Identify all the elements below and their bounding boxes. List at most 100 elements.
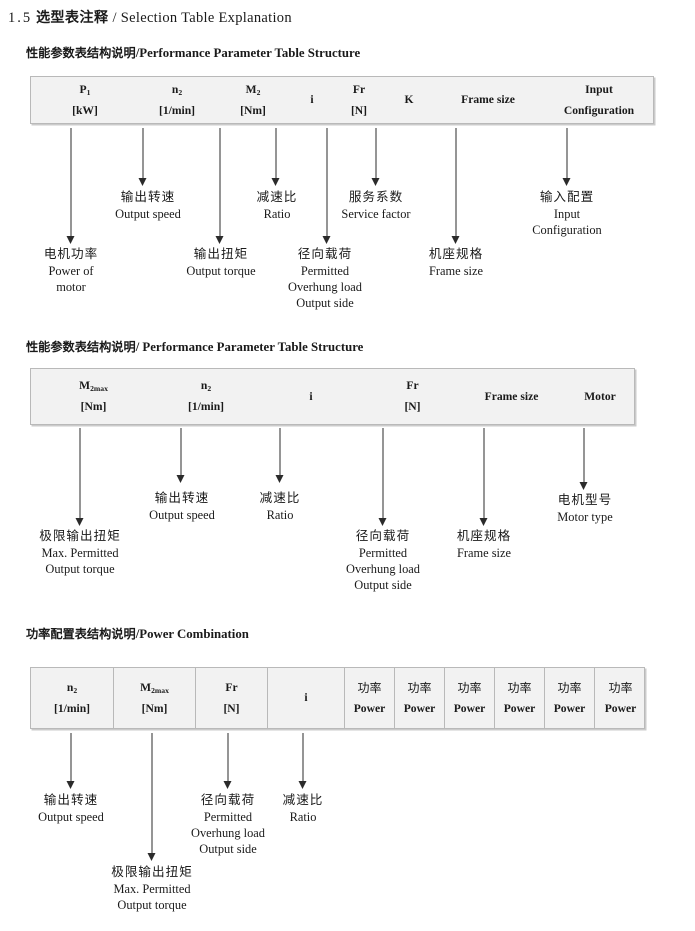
section-heading-chinese: 性能参数表结构说明 bbox=[26, 46, 136, 60]
note-frame-size-en-1: Frame size bbox=[428, 263, 483, 278]
table2-col-frame-size: Frame size bbox=[459, 369, 564, 424]
table1-col-p1-unit: [kW] bbox=[72, 103, 98, 117]
arrow-to-frame-size bbox=[451, 128, 462, 244]
note-overhung-load-2-cn: 径向载荷 bbox=[355, 528, 411, 543]
arrow-to-ratio-2 bbox=[275, 428, 286, 483]
section3-heading-separator: / bbox=[135, 627, 140, 641]
table2-col-fr-unit: [N] bbox=[404, 400, 421, 413]
section-heading-performance-parameter-1: 性能参数表结构说明/Performance Parameter Table St… bbox=[26, 43, 360, 61]
table1-col-m2-symbol: M2 bbox=[245, 82, 261, 97]
table1-col-n2: n2 [1/min] bbox=[139, 77, 215, 123]
table1-col-n2-unit: [1/min] bbox=[158, 103, 196, 117]
note-ratio-3-en-1: Ratio bbox=[289, 809, 317, 824]
arrow-to-ratio-3 bbox=[298, 733, 309, 789]
arrow-to-service-factor bbox=[371, 128, 382, 186]
note-frame-size-2: 机座规格 Frame size bbox=[457, 528, 511, 561]
arrow-to-input-configuration bbox=[562, 128, 573, 186]
table3-col-m2max-unit: [Nm] bbox=[141, 701, 168, 715]
note-motor-type-cn: 电机型号 bbox=[557, 492, 613, 507]
arrow-to-power-of-motor bbox=[66, 128, 77, 244]
table3-col-n2-unit: [1/min] bbox=[53, 701, 91, 715]
table2-col-fr-symbol: Fr bbox=[406, 379, 419, 393]
arrow-to-max-output-torque-3 bbox=[147, 733, 158, 861]
section3-heading-chinese: 功率配置表结构说明 bbox=[26, 627, 136, 641]
section-heading-separator: / bbox=[135, 46, 140, 60]
table3-col-power-6-cn: 功率 bbox=[608, 680, 633, 695]
page-title-english: Selection Table Explanation bbox=[120, 10, 292, 26]
note-max-output-torque-en-2: Output torque bbox=[45, 561, 115, 576]
table1-col-i: i bbox=[291, 77, 333, 123]
note-service-factor: 服务系数 Service factor bbox=[341, 189, 410, 222]
table3-col-power-2: 功率 Power bbox=[394, 668, 444, 728]
note-overhung-load: 径向载荷 Permitted Overhung load Output side bbox=[288, 246, 362, 312]
table1-col-fr: Fr [N] bbox=[333, 77, 385, 123]
table2-col-m2max-symbol: M2max bbox=[79, 379, 108, 394]
table1-col-m2: M2 [Nm] bbox=[215, 77, 291, 123]
note-output-speed-2-cn: 输出转速 bbox=[154, 490, 210, 505]
table1-col-k: K bbox=[385, 77, 433, 123]
table3-col-power-5-cn: 功率 bbox=[557, 680, 582, 695]
table2-col-frame-size-label: Frame size bbox=[484, 389, 539, 403]
note-power-of-motor-en-2: motor bbox=[56, 279, 86, 294]
table1-col-fr-symbol: Fr bbox=[352, 82, 366, 96]
table3-col-i-symbol: i bbox=[304, 691, 308, 705]
note-power-of-motor-en-1: Power of bbox=[48, 263, 94, 278]
page-title-chinese: 选型表注释 bbox=[36, 10, 109, 26]
table3-col-fr-symbol: Fr bbox=[225, 680, 238, 694]
table2-col-motor: Motor bbox=[564, 369, 636, 424]
table2-col-m2max-unit: [Nm] bbox=[80, 400, 107, 413]
page-title-number: 1.5 bbox=[8, 10, 33, 26]
note-overhung-load-en-1: Permitted bbox=[300, 263, 350, 278]
note-max-output-torque-3-en-2: Output torque bbox=[117, 897, 187, 912]
table1-col-input-configuration: Input Configuration bbox=[543, 77, 655, 123]
note-power-of-motor: 电机功率 Power of motor bbox=[44, 246, 98, 295]
note-output-speed-3-en-1: Output speed bbox=[38, 809, 104, 824]
note-input-configuration-en-1: Input bbox=[553, 206, 581, 221]
note-max-output-torque-cn: 极限输出扭矩 bbox=[39, 528, 121, 543]
table3-col-power-4: 功率 Power bbox=[494, 668, 544, 728]
table2-col-n2: n2 [1/min] bbox=[156, 369, 256, 424]
table3-col-fr-unit: [N] bbox=[223, 701, 240, 715]
table3-col-power-1-cn: 功率 bbox=[357, 680, 382, 695]
note-service-factor-cn: 服务系数 bbox=[348, 189, 404, 204]
arrow-to-output-speed-2 bbox=[176, 428, 187, 483]
section-heading-power-combination: 功率配置表结构说明/Power Combination bbox=[26, 624, 249, 642]
section2-heading-english: Performance Parameter Table Structure bbox=[142, 340, 364, 354]
page-title: 1.5 选型表注释 / Selection Table Explanation bbox=[8, 7, 292, 27]
note-service-factor-en-1: Service factor bbox=[341, 206, 411, 221]
arrow-to-output-speed bbox=[138, 128, 149, 186]
arrow-to-frame-size-2 bbox=[479, 428, 490, 526]
note-output-torque-en-1: Output torque bbox=[186, 263, 256, 278]
table3-col-power-4-en: Power bbox=[503, 701, 536, 715]
arrow-to-overhung-load-3 bbox=[223, 733, 234, 789]
note-overhung-load-2: 径向载荷 Permitted Overhung load Output side bbox=[346, 528, 420, 594]
table3-col-power-2-cn: 功率 bbox=[407, 680, 432, 695]
note-overhung-load-en-2: Overhung load bbox=[288, 279, 362, 294]
table3-col-power-5-en: Power bbox=[553, 701, 586, 715]
note-ratio: 减速比 Ratio bbox=[257, 189, 298, 222]
note-overhung-load-2-en-1: Permitted bbox=[358, 545, 408, 560]
table2-col-n2-symbol: n2 bbox=[200, 379, 212, 394]
table3-col-power-6: 功率 Power bbox=[594, 668, 646, 728]
note-output-speed-2: 输出转速 Output speed bbox=[149, 490, 215, 523]
note-output-speed-3-cn: 输出转速 bbox=[43, 792, 99, 807]
table3-col-i: i bbox=[267, 668, 344, 728]
note-overhung-load-3: 径向载荷 Permitted Overhung load Output side bbox=[191, 792, 265, 858]
table3-col-n2: n2 [1/min] bbox=[31, 668, 113, 728]
note-ratio-2-en-1: Ratio bbox=[266, 507, 294, 522]
table3-col-m2max-symbol: M2max bbox=[140, 680, 169, 695]
note-output-speed: 输出转速 Output speed bbox=[115, 189, 181, 222]
note-overhung-load-cn: 径向载荷 bbox=[297, 246, 353, 261]
note-overhung-load-2-en-2: Overhung load bbox=[346, 561, 420, 576]
note-frame-size: 机座规格 Frame size bbox=[429, 246, 483, 279]
section-heading-performance-parameter-2: 性能参数表结构说明/ Performance Parameter Table S… bbox=[26, 337, 363, 355]
arrow-to-overhung-load-2 bbox=[378, 428, 389, 526]
note-power-of-motor-cn: 电机功率 bbox=[43, 246, 99, 261]
note-output-torque-cn: 输出扭矩 bbox=[193, 246, 249, 261]
section2-heading-chinese: 性能参数表结构说明 bbox=[26, 340, 136, 354]
table3-col-fr: Fr [N] bbox=[195, 668, 267, 728]
table1-col-input-line2: Configuration bbox=[563, 103, 635, 117]
table1-col-k-symbol: K bbox=[404, 93, 414, 107]
note-ratio-3: 减速比 Ratio bbox=[283, 792, 324, 825]
